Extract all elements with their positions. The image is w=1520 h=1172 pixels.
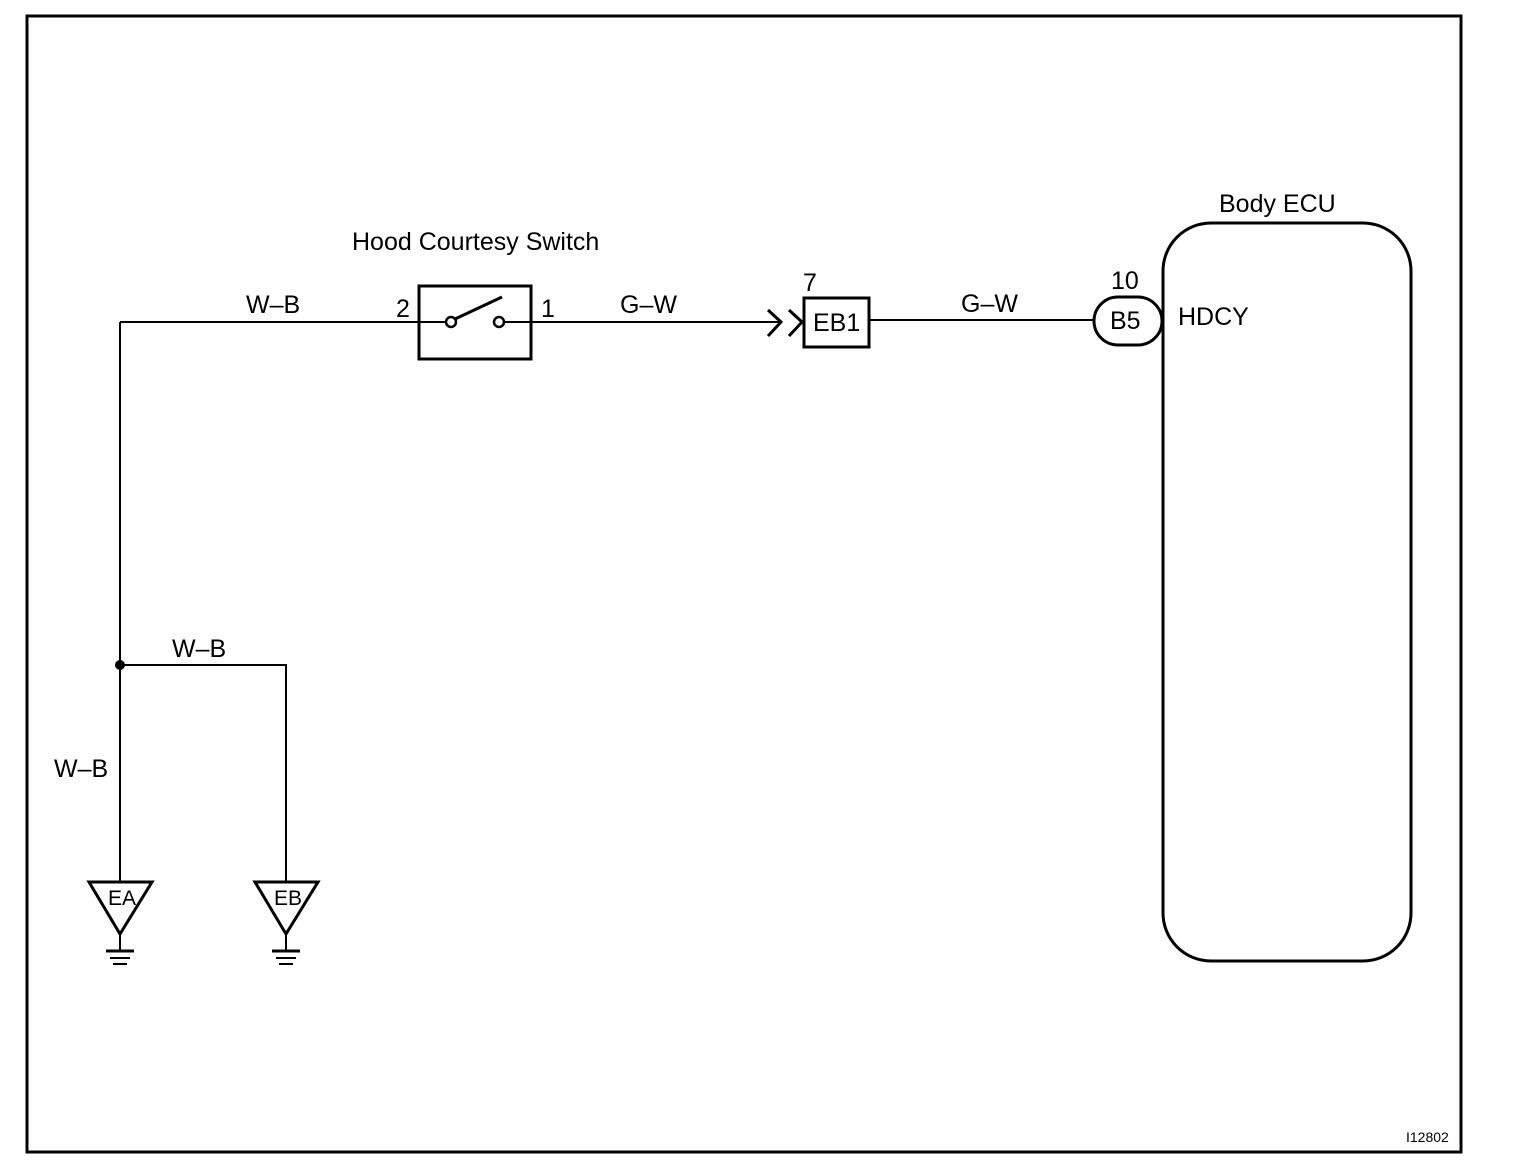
ground-eb	[252, 880, 321, 965]
wire-w-b-branch	[120, 664, 287, 882]
body-ecu	[1161, 221, 1413, 963]
ground-ea	[86, 880, 155, 965]
wire-label-top-left: W–B	[246, 291, 300, 319]
ecu-connector-label: B5	[1110, 307, 1141, 335]
connector-eb1	[766, 296, 871, 349]
switch-title: Hood Courtesy Switch	[352, 228, 599, 256]
switch-pin-2: 2	[396, 295, 410, 323]
wire-label-switch-connector: G–W	[620, 291, 677, 319]
diagram-frame	[25, 14, 1463, 1154]
connector-pin-7: 7	[803, 269, 817, 297]
ground-label-ea: EA	[108, 887, 136, 910]
ground-label-eb: EB	[274, 887, 302, 910]
connector-label-eb1: EB1	[813, 309, 860, 337]
wire-label-vertical-left: W–B	[54, 755, 108, 783]
switch-pin-1: 1	[541, 295, 555, 323]
ecu-title: Body ECU	[1219, 190, 1336, 218]
ecu-pin-10: 10	[1111, 267, 1139, 295]
ecu-terminal-hdcy: HDCY	[1178, 303, 1249, 331]
ecu-connector-b5	[1092, 295, 1164, 347]
hood-courtesy-switch	[417, 284, 533, 361]
wire-w-b-vertical	[119, 321, 420, 882]
wire-label-connector-ecu: G–W	[961, 290, 1018, 318]
wire-label-branch: W–B	[172, 635, 226, 663]
figure-id: I12802	[1406, 1129, 1449, 1145]
